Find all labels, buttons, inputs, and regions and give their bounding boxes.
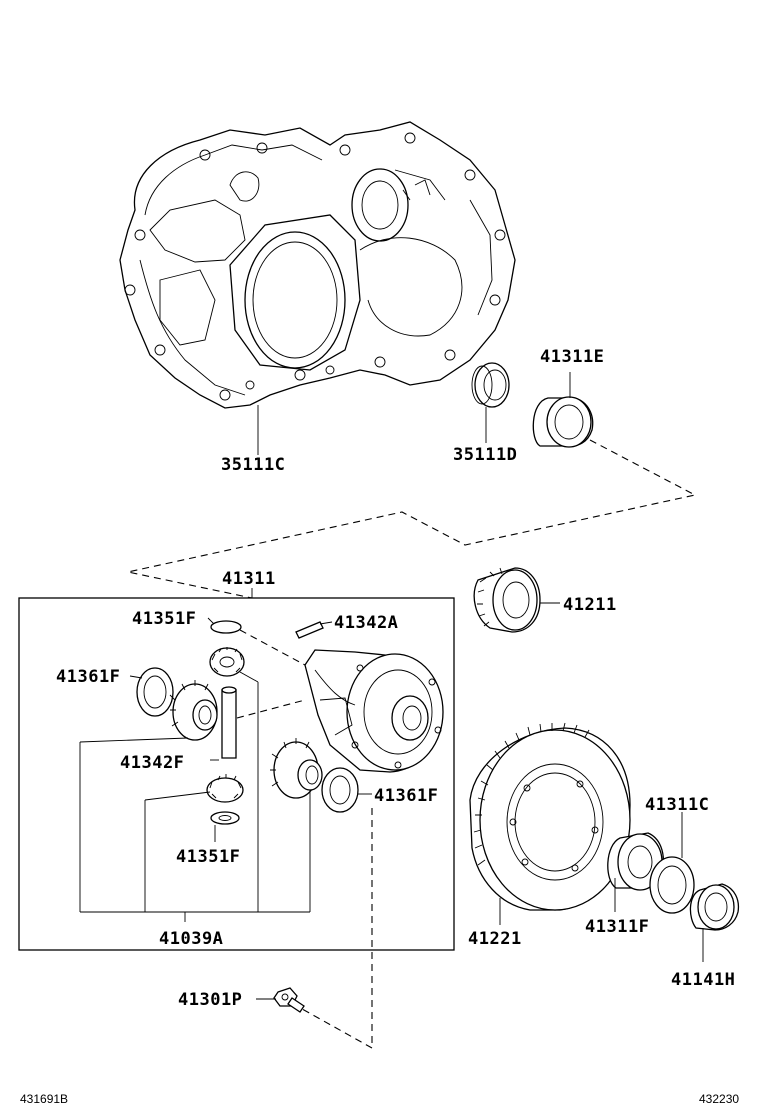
label-41351F-bottom: 41351F bbox=[176, 847, 240, 867]
footer-left-code: 431691B bbox=[20, 1092, 68, 1106]
label-41342A: 41342A bbox=[334, 613, 398, 633]
label-41361F-left: 41361F bbox=[56, 667, 120, 687]
label-41311E: 41311E bbox=[540, 347, 604, 367]
thrust-washer-top-41351F bbox=[210, 620, 242, 634]
differential-assembly-frame bbox=[18, 597, 455, 951]
side-gear-right bbox=[270, 738, 323, 799]
footer-right-code: 432230 bbox=[699, 1092, 739, 1106]
label-41351F-top: 41351F bbox=[132, 609, 196, 629]
ring-gear-41221 bbox=[469, 722, 631, 911]
label-41311C: 41311C bbox=[645, 795, 709, 815]
pinion-gear-top bbox=[209, 647, 245, 677]
thrust-washer-left-41361F bbox=[136, 667, 174, 717]
pinion-gear-bottom bbox=[206, 774, 244, 803]
assembly-guide-line bbox=[127, 439, 697, 599]
shim-41141H bbox=[689, 883, 740, 931]
label-41211: 41211 bbox=[563, 595, 617, 615]
pinion-shaft-41342F bbox=[221, 686, 237, 759]
bearing-41311E bbox=[532, 396, 594, 448]
bolt-41301P bbox=[273, 987, 305, 1013]
label-41221: 41221 bbox=[468, 929, 522, 949]
differential-case bbox=[304, 649, 444, 773]
label-41342F: 41342F bbox=[120, 753, 184, 773]
label-41301P: 41301P bbox=[178, 990, 242, 1010]
label-41311: 41311 bbox=[222, 569, 276, 589]
bearing-race-41311C bbox=[649, 856, 695, 914]
pin-41342A bbox=[295, 621, 324, 639]
transaxle-housing bbox=[119, 121, 516, 409]
thrust-washer-bottom-41351F bbox=[210, 811, 240, 825]
label-41141H: 41141H bbox=[671, 970, 735, 990]
label-41039A: 41039A bbox=[159, 929, 223, 949]
side-gear-left bbox=[169, 680, 218, 741]
label-41361F-right: 41361F bbox=[374, 786, 438, 806]
oil-seal-35111D bbox=[471, 362, 510, 408]
label-35111C: 35111C bbox=[221, 455, 285, 475]
speedometer-gear-41211 bbox=[473, 567, 541, 633]
thrust-washer-right-41361F bbox=[321, 767, 359, 813]
label-41311F: 41311F bbox=[585, 917, 649, 937]
label-35111D: 35111D bbox=[453, 445, 517, 465]
